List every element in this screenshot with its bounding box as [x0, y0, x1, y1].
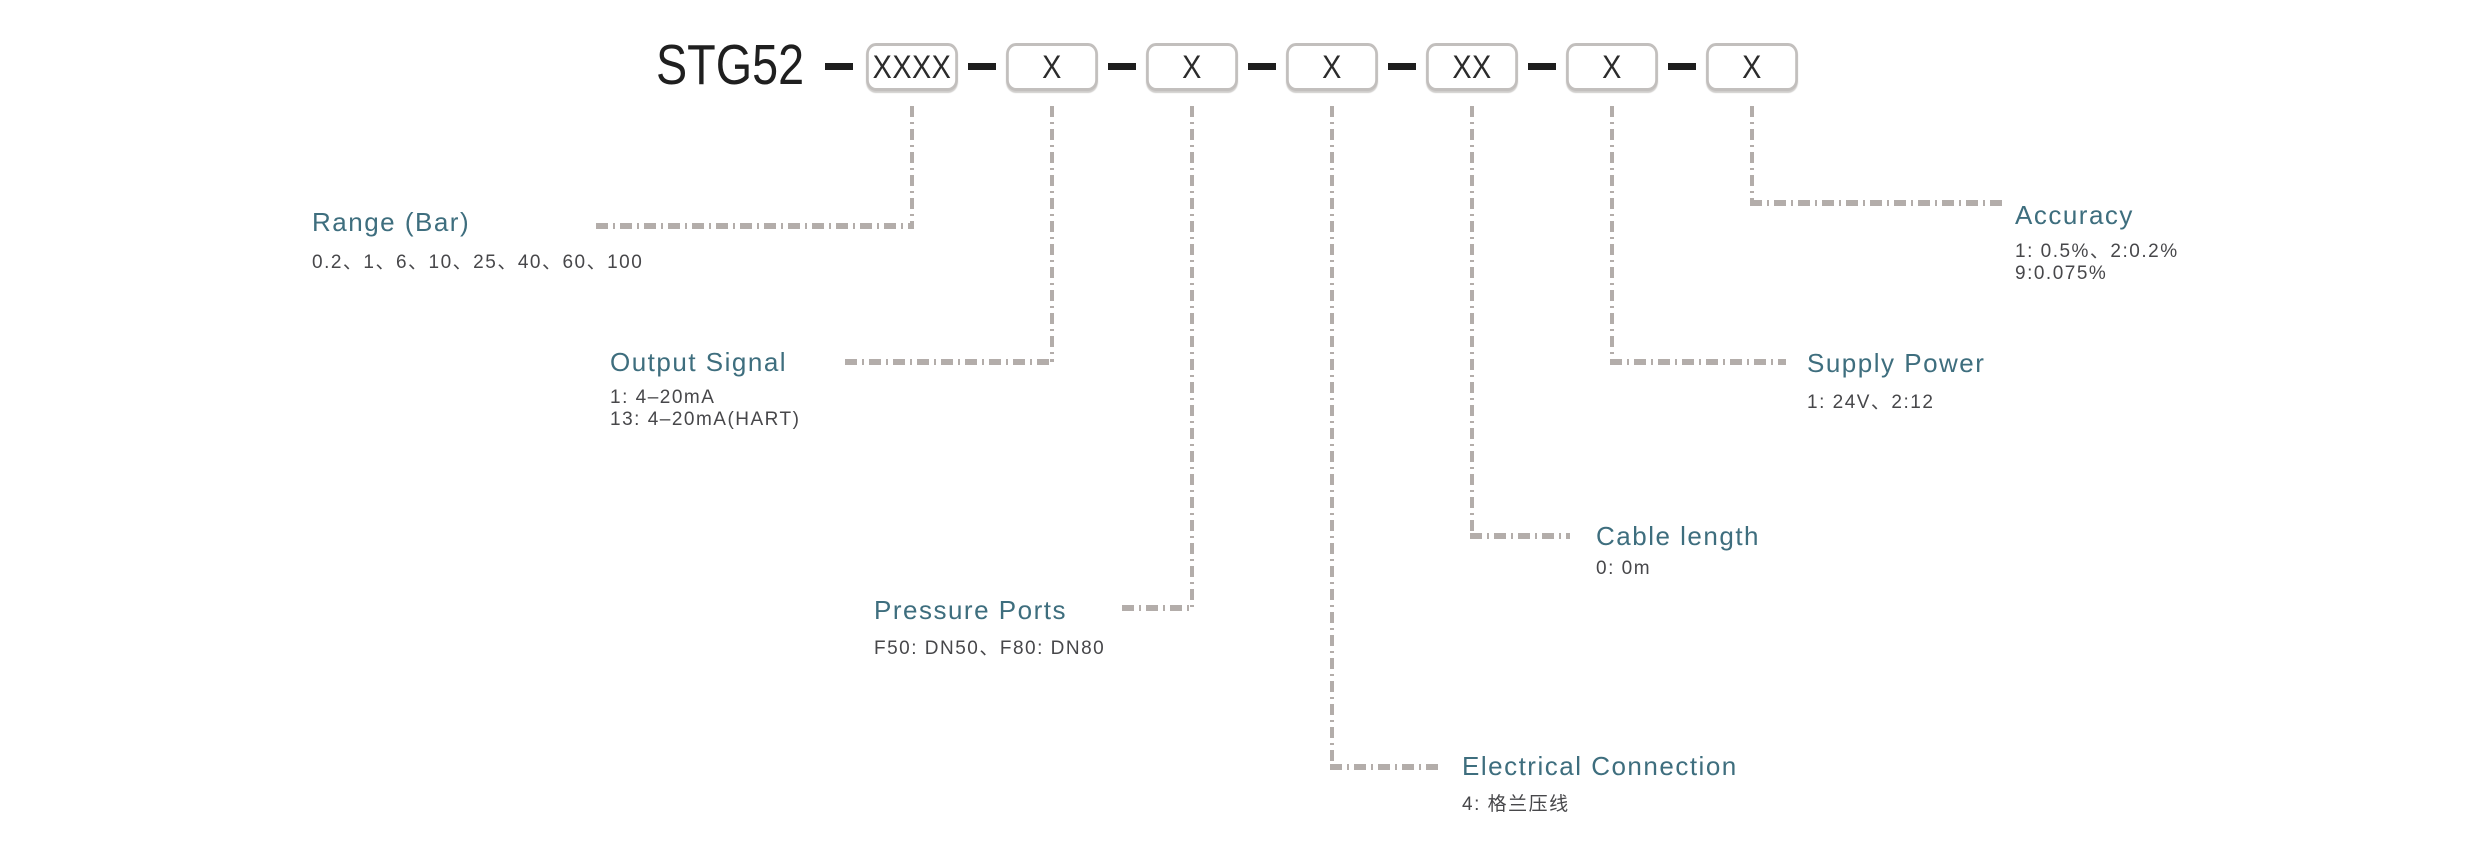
- leader-horizontal-output: [845, 359, 1054, 365]
- leader-vertical-cable: [1470, 106, 1474, 536]
- field-options-accuracy-line2: 9:0.075%: [2015, 262, 2108, 284]
- field-options-electrical: 4: 格兰压线: [1462, 794, 1570, 815]
- leader-horizontal-accuracy: [1750, 200, 2003, 206]
- leader-vertical-range: [910, 106, 914, 226]
- code-box-cable: XX: [1426, 43, 1518, 91]
- field-label-supply-power: Supply Power: [1807, 348, 1986, 378]
- code-box-accuracy: X: [1706, 43, 1798, 91]
- field-label-cable-length: Cable length: [1596, 521, 1760, 551]
- leader-vertical-supply: [1610, 106, 1614, 362]
- field-supply-power: Supply Power 1: 24V、2:12: [1807, 347, 1985, 414]
- field-options-output-line1: 1: 4–20mA: [610, 387, 716, 408]
- code-box-electrical: X: [1286, 43, 1378, 91]
- field-label-pressure-ports: Pressure Ports: [874, 595, 1067, 625]
- code-separator-dash: [1668, 63, 1696, 70]
- code-box-supply: X: [1566, 43, 1658, 91]
- field-accuracy: Accuracy 1: 0.5%、2:0.2% 9:0.075%: [2015, 199, 2179, 284]
- field-options-supply: 1: 24V、2:12: [1807, 392, 1935, 413]
- field-pressure-ports: Pressure Ports F50: DN50、F80: DN80: [874, 594, 1105, 660]
- code-separator-dash: [1248, 63, 1276, 70]
- field-cable-length: Cable length 0: 0m: [1596, 520, 1760, 580]
- field-options-range: 0.2、1、6、10、25、40、60、100: [312, 252, 644, 273]
- leader-vertical-electrical: [1330, 106, 1334, 767]
- code-separator-dash: [1528, 63, 1556, 70]
- code-separator-dash: [1388, 63, 1416, 70]
- leader-horizontal-range: [596, 223, 914, 229]
- leader-vertical-accuracy: [1750, 106, 1754, 203]
- field-label-accuracy: Accuracy: [2015, 200, 2134, 230]
- leader-vertical-output: [1050, 106, 1054, 362]
- field-label-electrical-connection: Electrical Connection: [1462, 751, 1738, 781]
- code-box-pressure: X: [1146, 43, 1238, 91]
- model-number-title: STG52: [656, 33, 805, 97]
- field-options-pressure: F50: DN50、F80: DN80: [874, 638, 1106, 659]
- field-output-signal: Output Signal 1: 4–20mA 13: 4–20mA(HART): [610, 346, 801, 430]
- field-label-output-signal: Output Signal: [610, 347, 788, 377]
- leader-horizontal-electrical: [1330, 764, 1438, 770]
- code-box-output: X: [1006, 43, 1098, 91]
- code-separator-dash: [968, 63, 996, 70]
- leader-vertical-pressure: [1190, 106, 1194, 608]
- leader-horizontal-pressure: [1122, 605, 1194, 611]
- field-options-cable: 0: 0m: [1596, 558, 1652, 579]
- code-box-range: XXXX: [866, 43, 958, 91]
- field-range: Range (Bar) 0.2、1、6、10、25、40、60、100: [312, 206, 643, 274]
- code-separator-dash: [825, 63, 853, 70]
- code-separator-dash: [1108, 63, 1136, 70]
- field-electrical-connection: Electrical Connection 4: 格兰压线: [1462, 750, 1738, 816]
- leader-horizontal-supply: [1610, 359, 1786, 365]
- leader-horizontal-cable: [1470, 533, 1570, 539]
- field-options-output-line2: 13: 4–20mA(HART): [610, 408, 801, 430]
- field-label-range: Range (Bar): [312, 207, 471, 237]
- field-options-accuracy-line1: 1: 0.5%、2:0.2%: [2015, 241, 2179, 262]
